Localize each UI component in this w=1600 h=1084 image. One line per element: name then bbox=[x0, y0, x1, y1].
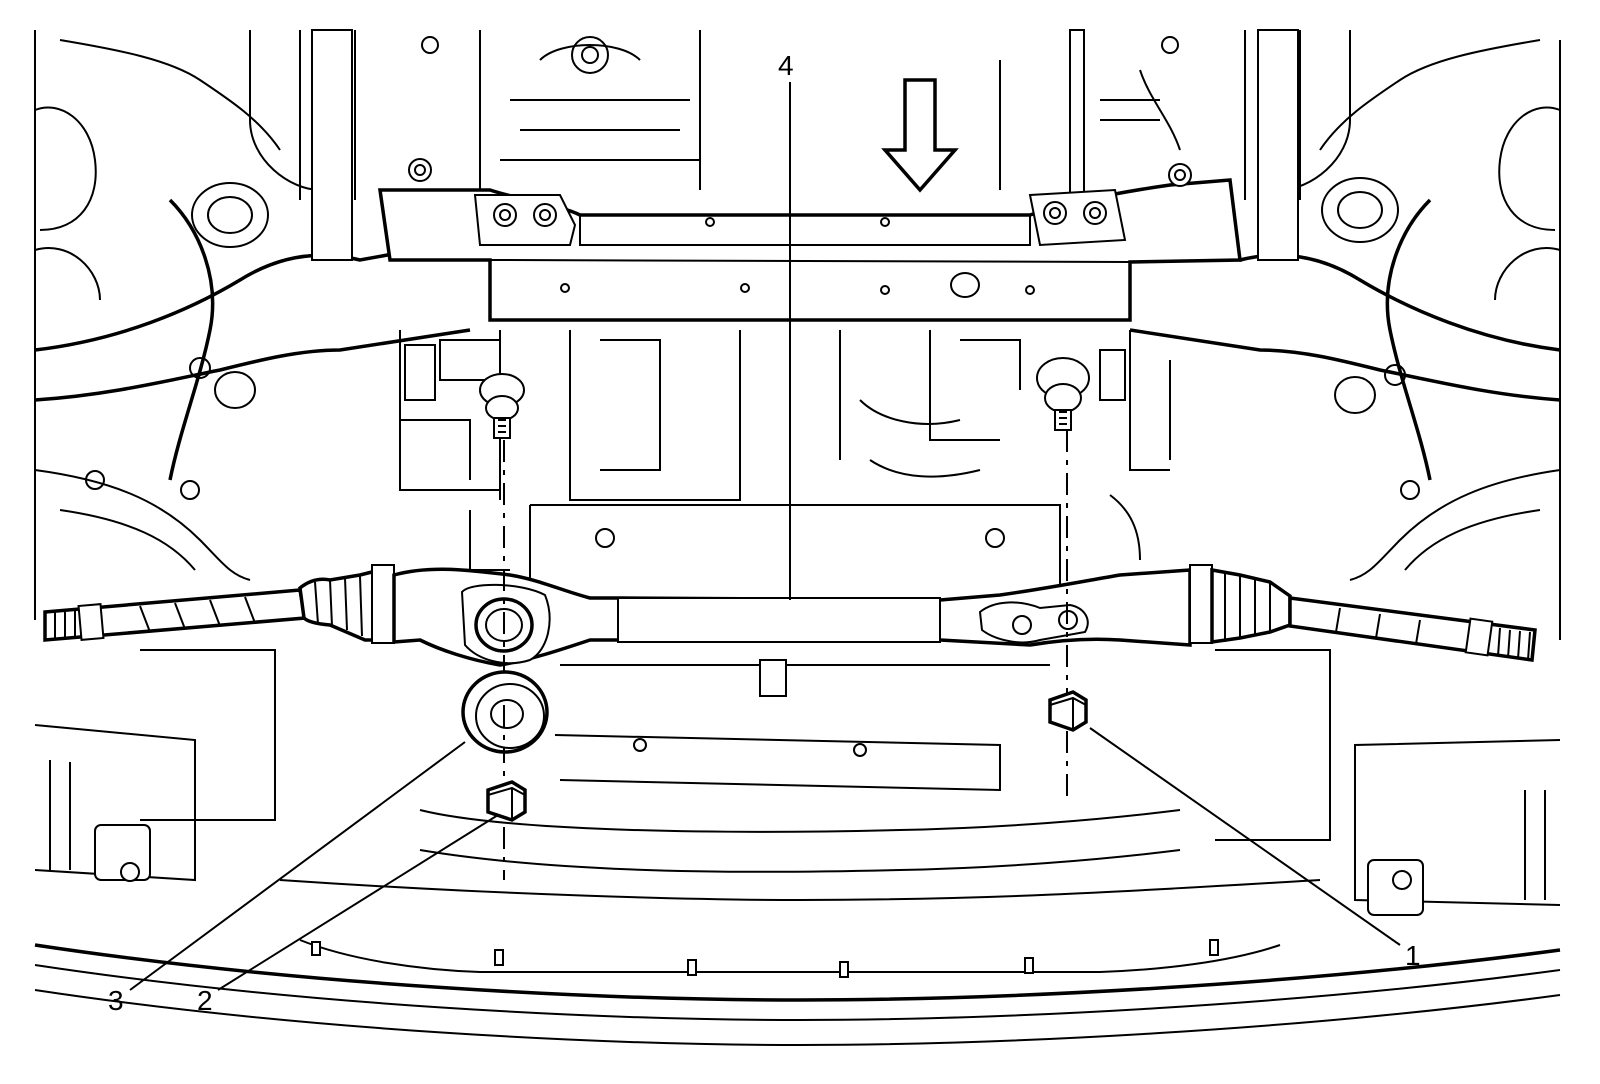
callout-1: 1 bbox=[1405, 940, 1421, 971]
callout-3: 3 bbox=[108, 985, 124, 1016]
mount-stud-left bbox=[479, 373, 525, 439]
lower-support-area bbox=[34, 649, 1561, 1047]
steering-gear bbox=[43, 564, 1537, 667]
crossmember-bolt-left-2 bbox=[533, 203, 557, 227]
direction-arrow-down-icon bbox=[881, 78, 959, 193]
mount-stud-right bbox=[1036, 357, 1090, 431]
crossmember-bolt-right-1 bbox=[1043, 201, 1067, 225]
engine-lower-area bbox=[399, 330, 1171, 590]
callout-2: 2 bbox=[197, 985, 213, 1016]
crossmember bbox=[377, 158, 1242, 322]
callout-4: 4 bbox=[778, 50, 794, 81]
leader-lines bbox=[129, 82, 1401, 991]
nut-right bbox=[1048, 690, 1088, 732]
clip-row bbox=[311, 939, 1219, 978]
crossmember-bolt-left-1 bbox=[493, 203, 517, 227]
nut-left bbox=[486, 780, 527, 822]
crossmember-bolt-right-2 bbox=[1083, 201, 1107, 225]
chassis-background bbox=[34, 29, 1561, 640]
